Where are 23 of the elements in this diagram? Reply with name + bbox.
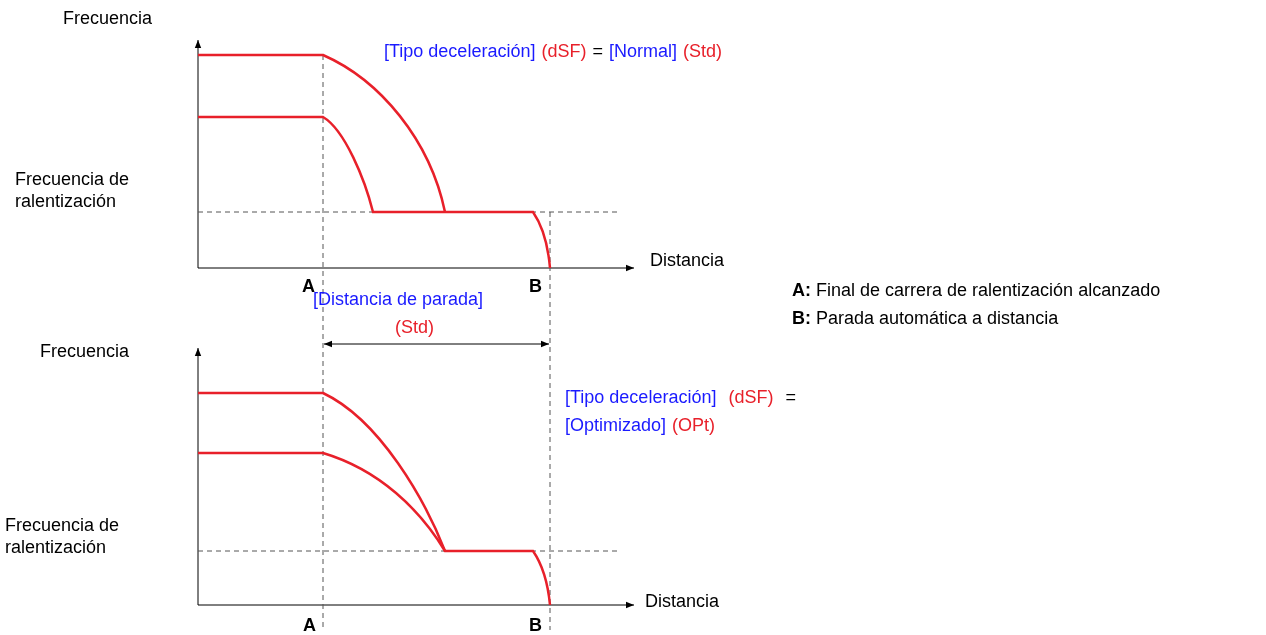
axis-title: Distancia	[645, 590, 720, 612]
parameter-text: [Optimizado]	[565, 414, 667, 436]
axis-title: Distancia	[650, 249, 725, 271]
legend-note: A: Final de carrera de ralentización alcanzado	[792, 279, 1161, 301]
parameter-text: [Tipo deceleración]	[565, 386, 717, 408]
legend-note: B: Parada automática a distancia	[792, 307, 1059, 329]
point-label: B	[529, 614, 542, 635]
parameter-text: [Normal]	[608, 40, 677, 62]
axis-label: Frecuencia de ralentización	[15, 168, 131, 212]
parameter-text: (dSF)	[541, 40, 587, 62]
axis-title: Frecuencia	[63, 7, 153, 29]
parameter-text: =	[785, 386, 796, 408]
parameter-text: (OPt)	[672, 414, 716, 436]
dimension-label: (Std)	[395, 316, 434, 338]
point-label: A	[302, 275, 315, 296]
parameter-text: (dSF)	[728, 386, 774, 408]
point-label: A	[303, 614, 316, 635]
axis-title: Frecuencia	[40, 340, 130, 362]
point-label: B	[529, 275, 542, 297]
parameter-text: [Tipo deceleración]	[384, 40, 536, 62]
parameter-text: (Std)	[682, 40, 722, 62]
axis-label: Frecuencia de ralentización	[5, 514, 121, 558]
parameter-text: =	[592, 40, 603, 62]
